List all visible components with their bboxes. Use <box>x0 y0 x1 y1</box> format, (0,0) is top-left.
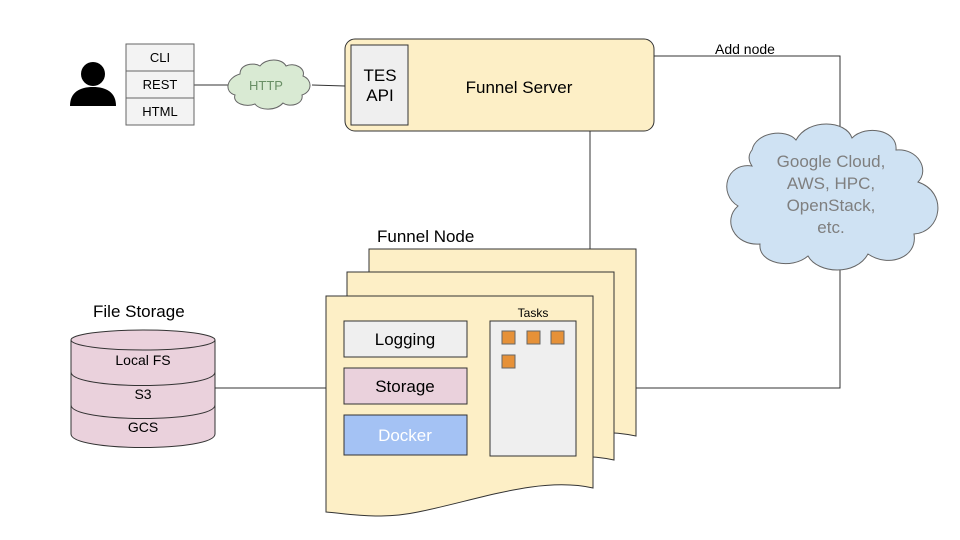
http-label: HTTP <box>249 78 283 93</box>
storage-title: File Storage <box>93 302 185 321</box>
task-square <box>501 330 516 345</box>
cylinder-divider-2 <box>70 404 216 419</box>
tasks-panel: Tasks <box>489 306 577 457</box>
storage-layer-local-fs: Local FS <box>115 352 170 368</box>
node-title: Funnel Node <box>377 227 474 246</box>
node-components: Logging Storage Docker <box>343 320 468 456</box>
cylinder-body <box>70 340 216 448</box>
cylinder-divider-1 <box>70 371 216 386</box>
tes-api-label-line2: API <box>366 86 393 105</box>
funnel-server: TES API Funnel Server <box>344 38 655 132</box>
cloud-line-4: etc. <box>817 218 844 237</box>
logging-box <box>343 320 468 358</box>
interface-box-html <box>125 97 195 126</box>
server-to-cloud-line <box>654 55 841 140</box>
client-interface-list: CLI REST HTML <box>125 43 195 126</box>
task-square <box>501 354 516 369</box>
tes-api-box <box>350 44 409 126</box>
file-storage-cylinder: Local FS S3 GCS <box>70 329 216 448</box>
interface-label-rest: REST <box>143 77 178 92</box>
interface-box-rest <box>125 70 195 99</box>
interface-label-cli: CLI <box>150 50 170 65</box>
server-box <box>344 38 655 132</box>
server-title: Funnel Server <box>466 78 573 97</box>
storage-component-box <box>343 367 468 405</box>
docker-box <box>343 414 468 456</box>
add-node-label: Add node <box>715 41 775 57</box>
http-cloud: HTTP <box>227 59 311 110</box>
task-square <box>550 330 565 345</box>
storage-layer-gcs: GCS <box>128 419 158 435</box>
storage-layer-s3: S3 <box>134 386 151 402</box>
cloud-line-1: Google Cloud, <box>777 152 886 171</box>
interface-label-html: HTML <box>142 104 177 119</box>
cylinder-top <box>70 329 216 351</box>
cloud-to-node-line <box>636 258 841 389</box>
task-square <box>526 330 541 345</box>
connector-lines <box>194 55 841 389</box>
cloud-line-2: AWS, HPC, <box>787 174 875 193</box>
http-to-server-line <box>311 84 346 87</box>
cloud-line-3: OpenStack, <box>787 196 876 215</box>
user-icon <box>70 62 116 106</box>
logging-label: Logging <box>375 330 436 349</box>
tes-api-label-line1: TES <box>363 66 396 85</box>
provider-cloud: Google Cloud, AWS, HPC, OpenStack, etc. <box>726 123 939 271</box>
storage-component-label: Storage <box>375 377 435 396</box>
tasks-label: Tasks <box>518 306 549 320</box>
docker-label: Docker <box>378 426 432 445</box>
